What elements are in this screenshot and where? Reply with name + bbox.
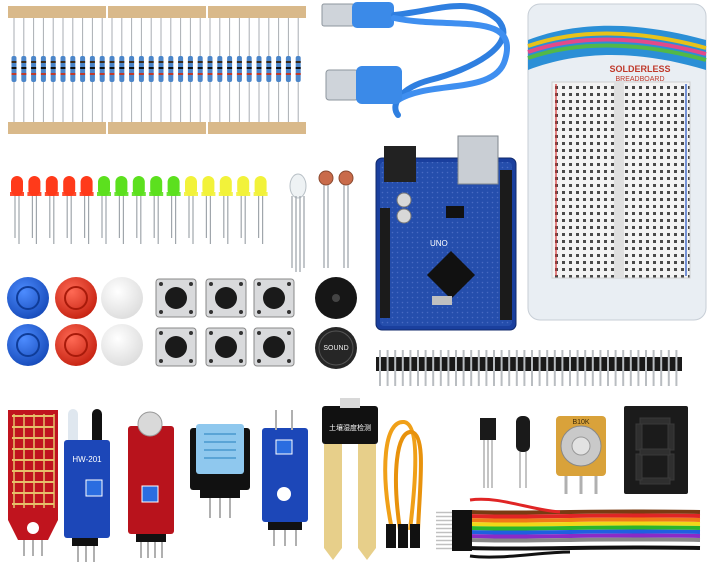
- seven-segment-icon: [624, 406, 688, 494]
- led-icon: [236, 176, 251, 244]
- led-row: [10, 176, 268, 244]
- led-icon: [184, 176, 198, 244]
- resistor-icon: [21, 18, 27, 122]
- led-icon: [79, 176, 94, 244]
- led-icon: [149, 176, 164, 244]
- led-icon: [97, 176, 111, 244]
- push-button-icon: [253, 278, 295, 318]
- rgb-led: [289, 173, 307, 272]
- jumper-wire-ribbon: [436, 497, 701, 559]
- resistor-icon: [246, 18, 252, 122]
- resistor-icon: [168, 18, 174, 122]
- transistor: [480, 416, 530, 488]
- resistor-icon: [276, 18, 282, 122]
- resistor-icon: [197, 18, 203, 122]
- resistor-icon: [295, 18, 301, 122]
- push-button-icon: [205, 278, 247, 318]
- led-icon: [44, 176, 59, 244]
- soil-probe-label: 土壤湿度检测: [329, 423, 371, 432]
- resistor-icon: [70, 18, 76, 122]
- button-caps: [7, 277, 143, 366]
- breadboard-brand-line2: BREADBOARD: [615, 76, 664, 83]
- led-icon: [166, 176, 181, 244]
- soil-moisture-probe: [322, 398, 378, 560]
- resistor-icon: [236, 18, 242, 122]
- led-icon: [62, 176, 77, 244]
- buzzer-icon: [315, 277, 357, 369]
- arduino-label: UNO: [430, 239, 448, 248]
- resistor-icon: [109, 18, 115, 122]
- led-icon: [131, 176, 146, 244]
- resistor-icon: [99, 18, 105, 122]
- arduino-board-icon: [375, 135, 517, 331]
- resistor-icon: [148, 18, 154, 122]
- resistor-icon: [50, 18, 56, 122]
- resistor-icon: [178, 18, 184, 122]
- resistor-icon: [266, 18, 272, 122]
- resistor-strip: [8, 6, 306, 134]
- jumper-loop: [383, 420, 423, 548]
- resistor-icon: [119, 18, 125, 122]
- breadboard-brand-line1: SOLDERLESS: [609, 64, 670, 74]
- led-icon: [201, 176, 216, 244]
- potentiometer: [556, 416, 606, 494]
- led-icon: [27, 176, 42, 244]
- resistor-icon: [227, 18, 233, 122]
- resistor-icon: [138, 18, 144, 122]
- buzzer-label: SOUND: [323, 345, 348, 352]
- push-button-icon: [155, 278, 295, 367]
- resistor-icon: [80, 18, 86, 122]
- led-icon: [218, 176, 233, 244]
- resistor-icon: [158, 18, 164, 122]
- photoresistor: [318, 170, 354, 268]
- sound-sensor: [128, 411, 174, 558]
- resistor-icon: [207, 18, 213, 122]
- push-button-icon: [253, 327, 295, 367]
- usb-cable-icon: [321, 2, 510, 118]
- potentiometer-label: B10K: [572, 419, 589, 426]
- resistor-icon: [217, 18, 223, 122]
- led-icon: [253, 176, 268, 244]
- resistor-icon: [187, 18, 193, 122]
- dht11-sensor: [190, 424, 250, 518]
- led-icon: [114, 176, 129, 244]
- resistor-icon: [40, 18, 46, 122]
- resistor-icon: [256, 18, 262, 122]
- ir-module-label: HW-201: [72, 455, 102, 464]
- push-button-icon: [155, 278, 197, 318]
- light-sensor-module: [262, 410, 308, 546]
- push-button-icon: [205, 327, 247, 367]
- ir-module: [64, 409, 110, 562]
- resistor-icon: [11, 18, 17, 122]
- led-icon: [10, 176, 24, 244]
- resistor-icon: [31, 18, 37, 122]
- resistor-icon: [89, 18, 95, 122]
- pin-header: [376, 350, 682, 386]
- resistor-icon: [129, 18, 135, 122]
- resistor-icon: [285, 18, 291, 122]
- push-button-icon: [155, 327, 197, 367]
- water-level-sensor: [8, 410, 58, 556]
- resistor-icon: [60, 18, 66, 122]
- breadboard-icon: [527, 3, 707, 321]
